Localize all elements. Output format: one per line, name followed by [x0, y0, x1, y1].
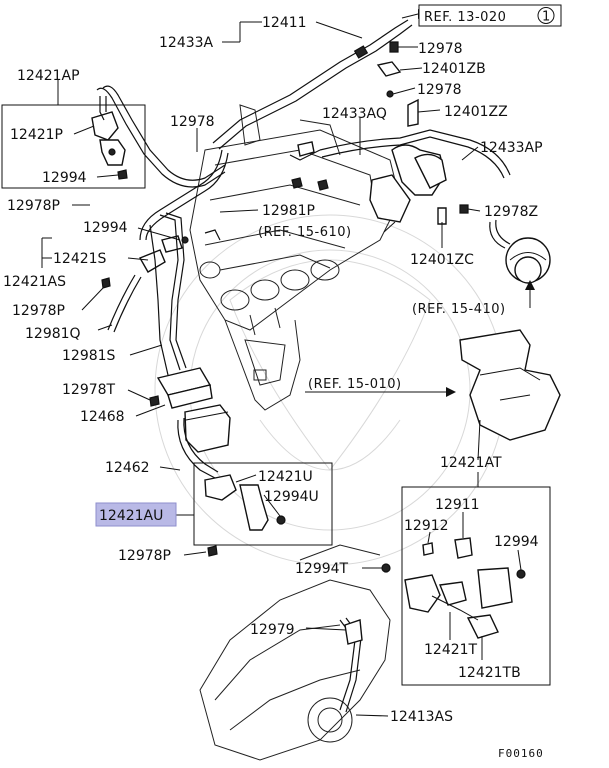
part-label-12433A[interactable]: 12433A — [159, 35, 214, 51]
bracket-ref-15-010-drawing — [459, 329, 561, 441]
part-label-12978T[interactable]: 12978T — [62, 382, 116, 398]
part-label-12421U[interactable]: 12421U — [258, 469, 313, 485]
intake-manifold-drawing — [189, 104, 401, 411]
part-label-12994T[interactable]: 12994T — [295, 561, 349, 577]
part-label-12978P-first[interactable]: 12978P — [7, 198, 60, 214]
part-label-12978-top[interactable]: 12978 — [418, 41, 463, 57]
part-label-12468[interactable]: 12468 — [80, 409, 125, 425]
part-labels: 12411 12433A 12978 12401ZB 12421AP 12978… — [3, 15, 543, 725]
part-label-12994-second[interactable]: 12994 — [83, 220, 128, 236]
assembly-12421AT-box — [401, 486, 551, 686]
part-label-12401ZB[interactable]: 12401ZB — [422, 61, 486, 77]
part-label-12421P[interactable]: 12421P — [10, 127, 63, 143]
ref-13-020-circled-number: 1 — [542, 10, 551, 25]
part-label-12462[interactable]: 12462 — [105, 460, 150, 476]
part-label-12911[interactable]: 12911 — [435, 497, 480, 513]
assembly-12421AU-box — [193, 462, 333, 557]
part-label-12978P-second[interactable]: 12978P — [12, 303, 65, 319]
ref-13-020-text: REF. 13-020 — [424, 10, 506, 25]
solenoid-12468-drawing — [149, 367, 231, 479]
part-label-12978Z[interactable]: 12978Z — [484, 204, 538, 220]
part-label-12978-left[interactable]: 12978 — [170, 114, 215, 130]
part-label-12978P-third[interactable]: 12978P — [118, 548, 171, 564]
part-label-12981Q[interactable]: 12981Q — [25, 326, 81, 342]
part-label-12981P[interactable]: 12981P — [262, 203, 315, 219]
part-label-12421AS[interactable]: 12421AS — [3, 274, 66, 290]
part-label-12433AP[interactable]: 12433AP — [480, 140, 543, 156]
vacuum-hoses-left — [96, 85, 226, 188]
figure-code: F00160 — [498, 747, 544, 760]
part-label-12994-third[interactable]: 12994 — [494, 534, 539, 550]
highlighted-part-background — [95, 502, 177, 527]
part-label-12421AT[interactable]: 12421AT — [440, 455, 502, 471]
part-label-12421AU-highlighted[interactable]: 12421AU — [99, 508, 163, 524]
ref-15-410-label[interactable]: (REF. 15-410) — [412, 302, 506, 317]
ref-13-020-box[interactable]: REF. 13-020 1 — [418, 4, 562, 27]
part-label-12978-second[interactable]: 12978 — [417, 82, 462, 98]
part-label-12401ZZ[interactable]: 12401ZZ — [444, 104, 508, 120]
part-label-12979[interactable]: 12979 — [250, 622, 295, 638]
part-label-12421T[interactable]: 12421T — [424, 642, 478, 658]
part-label-12433AQ[interactable]: 12433AQ — [322, 106, 387, 122]
upper-right-valve-parts — [289, 41, 551, 284]
part-label-12401ZC[interactable]: 12401ZC — [410, 252, 474, 268]
part-label-12994-first[interactable]: 12994 — [42, 170, 87, 186]
ref-15-010-label[interactable]: (REF. 15-010) — [308, 377, 402, 392]
part-label-12994U[interactable]: 12994U — [264, 489, 319, 505]
part-label-12981S[interactable]: 12981S — [62, 348, 116, 364]
part-label-12413AS[interactable]: 12413AS — [390, 709, 453, 725]
lower-engine-drawing — [199, 544, 391, 761]
part-label-12912[interactable]: 12912 — [404, 518, 449, 534]
part-label-12411[interactable]: 12411 — [262, 15, 307, 31]
assembly-12421AP-box — [1, 104, 146, 189]
middle-left-valve-parts — [101, 212, 221, 376]
part-label-12421TB[interactable]: 12421TB — [458, 665, 521, 681]
ref-15-610-label[interactable]: (REF. 15-610) — [258, 225, 352, 240]
part-label-12421S[interactable]: 12421S — [53, 251, 107, 267]
part-label-12421AP[interactable]: 12421AP — [17, 68, 80, 84]
